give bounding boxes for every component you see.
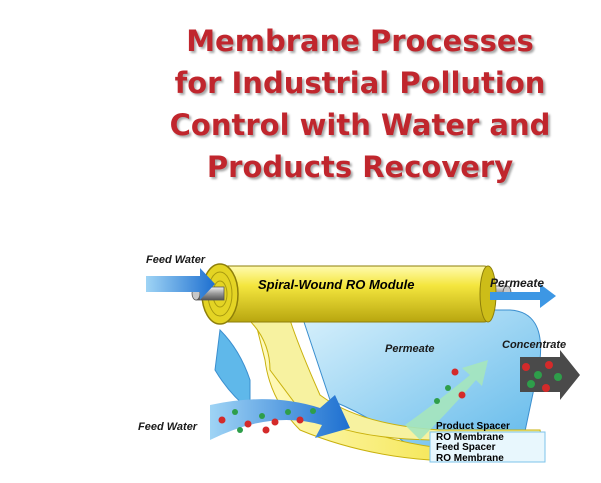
layer-label-ro-membrane-2: RO Membrane xyxy=(436,453,504,464)
feed-water-bottom-label: Feed Water xyxy=(138,421,198,433)
title-line-2: for Industrial Pollution xyxy=(174,66,546,100)
permeate-right-label: Permeate xyxy=(490,276,544,290)
title-line-1: Membrane Processes xyxy=(186,24,534,58)
feed-water-top-arrow xyxy=(146,268,215,300)
module-label: Spiral-Wound RO Module xyxy=(258,277,414,292)
slide-title: Membrane Processes for Industrial Pollut… xyxy=(140,20,580,188)
permeate-right-arrow xyxy=(490,284,556,308)
title-line-3: Control with Water and xyxy=(169,108,551,142)
particles xyxy=(218,361,562,434)
layer-label-feed-spacer: Feed Spacer xyxy=(436,442,496,453)
layer-label-ro-membrane-1: RO Membrane xyxy=(436,432,504,443)
permeate-center-arrow xyxy=(405,360,488,440)
feed-water-top-label: Feed Water xyxy=(146,254,206,266)
concentrate-arrow xyxy=(520,350,580,400)
title-line-4: Products Recovery xyxy=(206,150,514,184)
feed-water-bottom-arrow xyxy=(210,395,350,440)
ro-module-cylinder xyxy=(191,263,512,325)
layer-label-product-spacer: Product Spacer xyxy=(436,421,510,432)
concentrate-label: Concentrate xyxy=(502,339,566,351)
permeate-center-label: Permeate xyxy=(385,343,435,355)
